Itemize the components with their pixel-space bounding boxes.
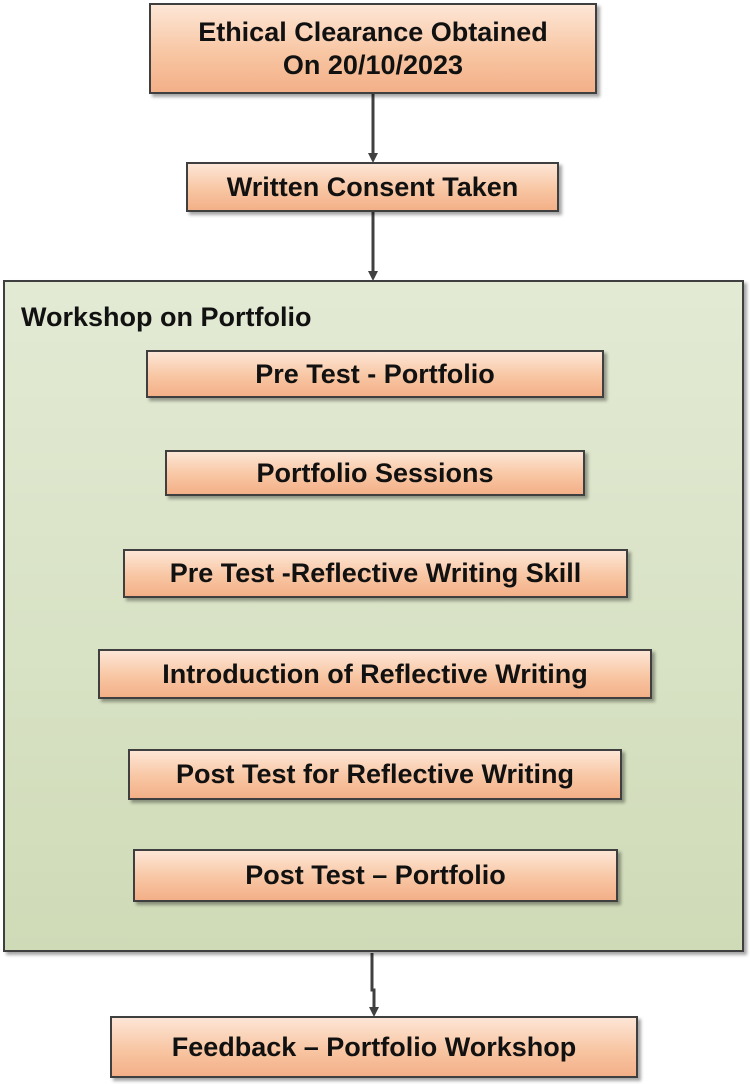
workshop-step-post-test-reflective-writing: Post Test for Reflective Writing bbox=[128, 749, 622, 800]
ethical-clearance-line1: Ethical Clearance Obtained bbox=[198, 17, 548, 48]
workshop-step-pre-test-portfolio: Pre Test - Portfolio bbox=[146, 350, 604, 398]
workshop-step-pre-test-reflective-writing: Pre Test -Reflective Writing Skill bbox=[123, 549, 628, 598]
workshop-step-portfolio-sessions: Portfolio Sessions bbox=[165, 450, 585, 496]
workshop-step-label: Pre Test -Reflective Writing Skill bbox=[169, 558, 582, 589]
workshop-title: Workshop on Portfolio bbox=[21, 302, 312, 332]
feedback-label: Feedback – Portfolio Workshop bbox=[171, 1031, 577, 1062]
workshop-step-post-test-portfolio: Post Test – Portfolio bbox=[133, 849, 618, 902]
written-consent-label: Written Consent Taken bbox=[226, 171, 519, 202]
ethical-clearance-line2: On 20/10/2023 bbox=[282, 49, 464, 80]
workshop-step-label: Introduction of Reflective Writing bbox=[162, 658, 588, 689]
arrow-workshop-to-feedback bbox=[369, 953, 379, 1017]
ethical-clearance-box: Ethical Clearance Obtained On 20/10/2023 bbox=[149, 3, 597, 94]
workshop-step-label: Pre Test - Portfolio bbox=[255, 358, 495, 389]
workshop-step-label: Portfolio Sessions bbox=[256, 457, 494, 488]
feedback-box: Feedback – Portfolio Workshop bbox=[110, 1016, 638, 1078]
written-consent-box: Written Consent Taken bbox=[186, 162, 559, 212]
workshop-step-label: Post Test for Reflective Writing bbox=[175, 759, 575, 790]
workshop-step-introduction-reflective-writing: Introduction of Reflective Writing bbox=[98, 649, 652, 699]
workshop-step-label: Post Test – Portfolio bbox=[245, 860, 506, 891]
